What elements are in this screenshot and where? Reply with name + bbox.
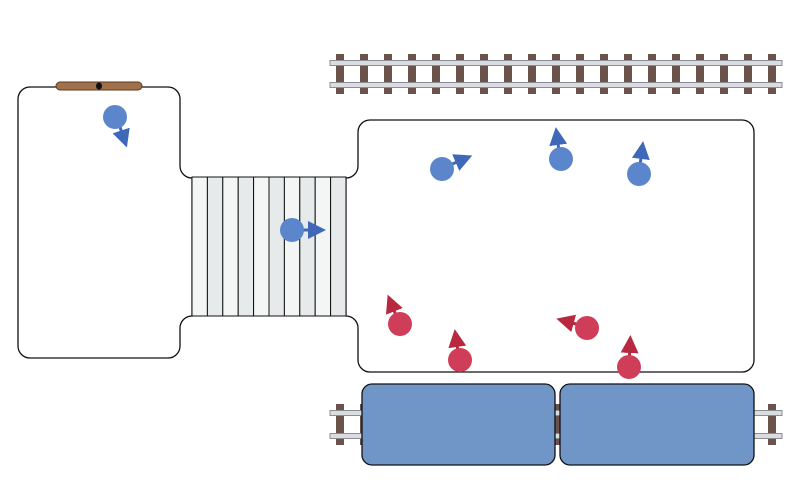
rail bbox=[329, 82, 783, 88]
rail-sleeper bbox=[744, 54, 752, 94]
rail-sleeper bbox=[576, 54, 584, 94]
footbridge-plank bbox=[330, 176, 347, 317]
rail-sleeper bbox=[648, 54, 656, 94]
rail-sleeper bbox=[552, 404, 560, 445]
person-agent-icon[interactable] bbox=[430, 154, 473, 181]
rail-sleeper bbox=[336, 404, 344, 445]
rail-sleeper bbox=[768, 404, 776, 445]
rail-sleeper bbox=[384, 54, 392, 94]
person-agent-icon[interactable] bbox=[617, 335, 641, 379]
rail-sleeper bbox=[720, 54, 728, 94]
footbridge-plank bbox=[268, 176, 285, 317]
footbridge-plank bbox=[253, 176, 270, 317]
rail-sleeper bbox=[696, 54, 704, 94]
red-agents bbox=[385, 294, 641, 379]
door-handle bbox=[96, 82, 102, 90]
platform-area bbox=[345, 119, 755, 373]
upper-railway-track bbox=[329, 54, 783, 94]
door-icon[interactable] bbox=[55, 81, 143, 91]
footbridge-crossing bbox=[191, 176, 347, 317]
rail-sleeper bbox=[456, 54, 464, 94]
person-agent-icon[interactable] bbox=[103, 105, 130, 148]
left-room bbox=[17, 86, 193, 359]
footbridge-plank bbox=[299, 176, 316, 317]
rail-sleeper bbox=[504, 54, 512, 94]
rail bbox=[329, 410, 783, 416]
rail-sleeper bbox=[408, 54, 416, 94]
person-agent-icon[interactable] bbox=[556, 314, 599, 340]
rail-sleeper bbox=[624, 54, 632, 94]
train-car-icon[interactable] bbox=[559, 383, 755, 466]
train bbox=[361, 383, 755, 466]
person-agent-icon[interactable] bbox=[385, 294, 412, 336]
person-agent-icon[interactable] bbox=[448, 329, 472, 372]
rail bbox=[329, 433, 783, 439]
rail-sleeper bbox=[552, 54, 560, 94]
footbridge-plank bbox=[283, 176, 301, 317]
person-agent-icon[interactable] bbox=[627, 141, 651, 186]
rail-sleeper bbox=[336, 54, 344, 94]
rail-sleeper bbox=[360, 54, 368, 94]
rail bbox=[329, 60, 783, 66]
blue-agents bbox=[103, 105, 651, 242]
person-agent-icon[interactable] bbox=[280, 218, 326, 242]
rail-sleeper bbox=[432, 54, 440, 94]
train-car-icon[interactable] bbox=[361, 383, 556, 466]
footbridge-plank bbox=[206, 176, 224, 317]
rail-sleeper bbox=[528, 54, 536, 94]
footbridge-plank bbox=[191, 176, 208, 317]
footbridge-plank bbox=[314, 176, 332, 317]
rail-sleeper bbox=[768, 54, 776, 94]
rail-sleeper bbox=[600, 54, 608, 94]
rail-sleeper bbox=[672, 54, 680, 94]
footbridge-plank bbox=[237, 176, 255, 317]
person-agent-icon[interactable] bbox=[549, 127, 573, 171]
rail-sleeper bbox=[480, 54, 488, 94]
footbridge-plank bbox=[222, 176, 239, 317]
